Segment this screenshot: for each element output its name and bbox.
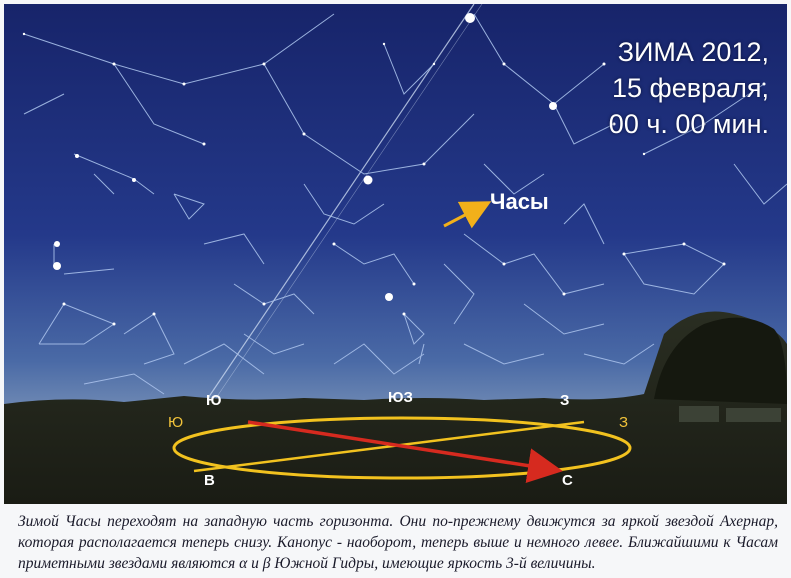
direction-south-horizon: Ю bbox=[168, 414, 184, 431]
date-title: ЗИМА 2012, 15 февраля, 00 ч. 00 мин. bbox=[609, 34, 769, 142]
ecliptic-line-2 bbox=[211, 4, 483, 405]
title-line-2: 15 февраля, bbox=[611, 73, 769, 103]
direction-east: В bbox=[204, 472, 215, 489]
star-map-graphic bbox=[4, 4, 787, 504]
direction-west: З bbox=[560, 392, 570, 409]
building-2 bbox=[726, 408, 781, 422]
figure-caption: Зимой Часы переходят на западную часть г… bbox=[18, 513, 778, 572]
direction-north: С bbox=[562, 472, 573, 489]
east-west-line bbox=[193, 420, 585, 473]
constellation-label: Часы bbox=[490, 189, 549, 214]
pointer-arrow bbox=[443, 201, 492, 229]
horizon-ground bbox=[4, 311, 787, 504]
direction-south: Ю bbox=[206, 392, 222, 409]
tree-silhouette bbox=[654, 317, 787, 404]
direction-southwest: ЮЗ bbox=[388, 389, 413, 406]
horizon-ellipse bbox=[172, 416, 632, 480]
stars bbox=[22, 13, 766, 326]
star-map: ЗИМА 2012, 15 февраля, 00 ч. 00 мин. Час… bbox=[4, 4, 787, 504]
title-line-1: ЗИМА 2012, bbox=[617, 37, 769, 67]
building bbox=[679, 406, 719, 422]
title-line-3: 00 ч. 00 мин. bbox=[608, 109, 769, 139]
south-north-arrow bbox=[247, 420, 563, 483]
direction-west-horizon: З bbox=[619, 414, 629, 431]
